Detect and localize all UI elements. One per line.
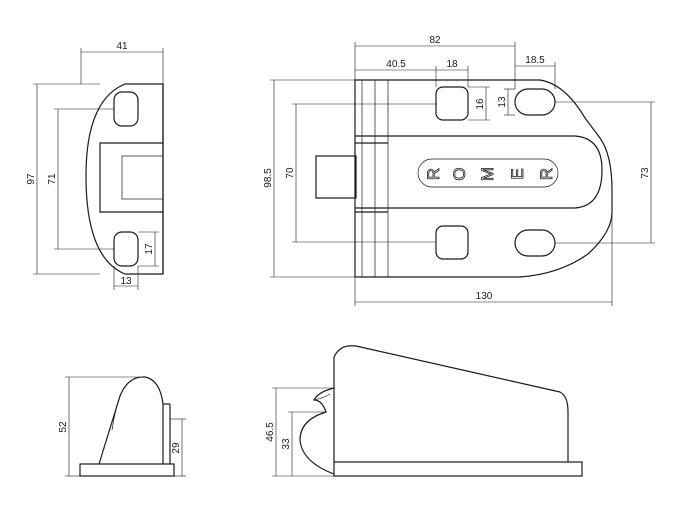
front-offset-label: 40.5 xyxy=(386,59,406,70)
front-view-latch xyxy=(315,155,357,199)
end-height-label: 52 xyxy=(58,421,69,433)
front-left-hole-spacing-label: 70 xyxy=(285,167,296,179)
end-view: 52 29 xyxy=(58,376,186,477)
logo-letter-o: O xyxy=(450,167,469,180)
front-slot-b-height-label: 13 xyxy=(497,96,508,108)
front-slot-a-label: 18 xyxy=(446,59,458,70)
front-height-label: 98.5 xyxy=(263,168,274,188)
front-view-slot-a-bottom xyxy=(435,225,469,260)
front-view-slot-b-top xyxy=(514,88,556,116)
profile-view-body xyxy=(333,345,569,462)
logo-letter-e: E xyxy=(508,168,527,179)
front-view-slot-b-bottom xyxy=(514,229,556,257)
front-slot-a-height-label: 16 xyxy=(475,98,486,110)
side-width-label: 41 xyxy=(116,41,128,52)
side-view-hole-top xyxy=(113,91,139,127)
front-view-slot-a-top xyxy=(435,86,469,121)
front-length-label: 130 xyxy=(476,291,493,302)
profile-view: 46.5 33 xyxy=(265,345,583,477)
logo-letter-m: M xyxy=(478,167,497,181)
profile-inner-height-label: 33 xyxy=(281,438,292,450)
profile-height-label: 46.5 xyxy=(265,422,276,442)
profile-view-base xyxy=(333,461,583,477)
logo-letter-r2: R xyxy=(537,168,556,180)
profile-view-latch xyxy=(299,387,335,475)
logo-letter-r1: R xyxy=(424,168,443,180)
side-height-label: 97 xyxy=(26,173,37,185)
front-view: R O M E R 82 40.5 18 18.5 16 13 xyxy=(263,35,655,306)
side-view-body xyxy=(85,83,164,275)
side-view-hole-bottom xyxy=(113,231,139,267)
side-view-channel xyxy=(99,142,163,213)
front-slot-b-label: 18.5 xyxy=(525,55,545,66)
logo-frame xyxy=(417,158,559,188)
front-overall-width-label: 82 xyxy=(429,35,441,46)
side-view: 41 97 71 17 13 xyxy=(26,41,164,290)
side-hole-spacing-label: 71 xyxy=(47,173,58,185)
side-hole-height-label: 17 xyxy=(144,243,155,255)
front-view-plate xyxy=(355,135,603,209)
end-lip-height-label: 29 xyxy=(171,442,182,454)
side-hole-width-label: 13 xyxy=(120,276,132,287)
front-right-hole-spacing-label: 73 xyxy=(640,167,651,179)
end-view-body xyxy=(98,376,164,465)
end-view-base xyxy=(79,463,175,477)
